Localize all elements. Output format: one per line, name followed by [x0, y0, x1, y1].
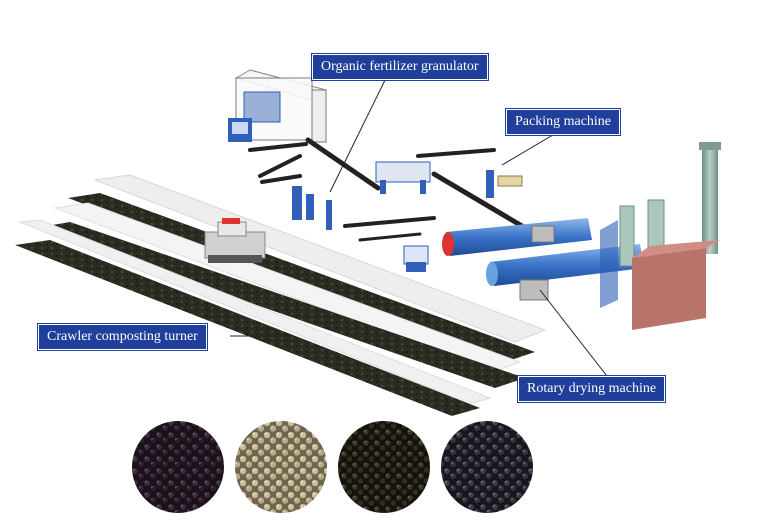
sample-pellets-beige — [235, 421, 327, 513]
callout-organic-fertilizer-granulator: Organic fertilizer granulator — [312, 54, 488, 80]
sample-pellets-black — [132, 421, 224, 513]
machine-frames — [292, 161, 523, 272]
dust-removal-and-chimney — [600, 142, 721, 330]
granulator-enclosure — [228, 69, 328, 143]
callout-crawler-composting-turner: Crawler composting turner — [38, 324, 207, 350]
composting-trenches — [15, 174, 547, 416]
sample-pellets-charcoal — [441, 421, 533, 513]
callout-rotary-drying-machine: Rotary drying machine — [518, 376, 666, 402]
sample-pellets-dark — [338, 421, 430, 513]
leader-lines — [230, 73, 611, 381]
callout-packing-machine: Packing machine — [506, 109, 621, 135]
conveyor-belts — [248, 137, 525, 242]
crawler-composting-turner — [204, 218, 266, 263]
